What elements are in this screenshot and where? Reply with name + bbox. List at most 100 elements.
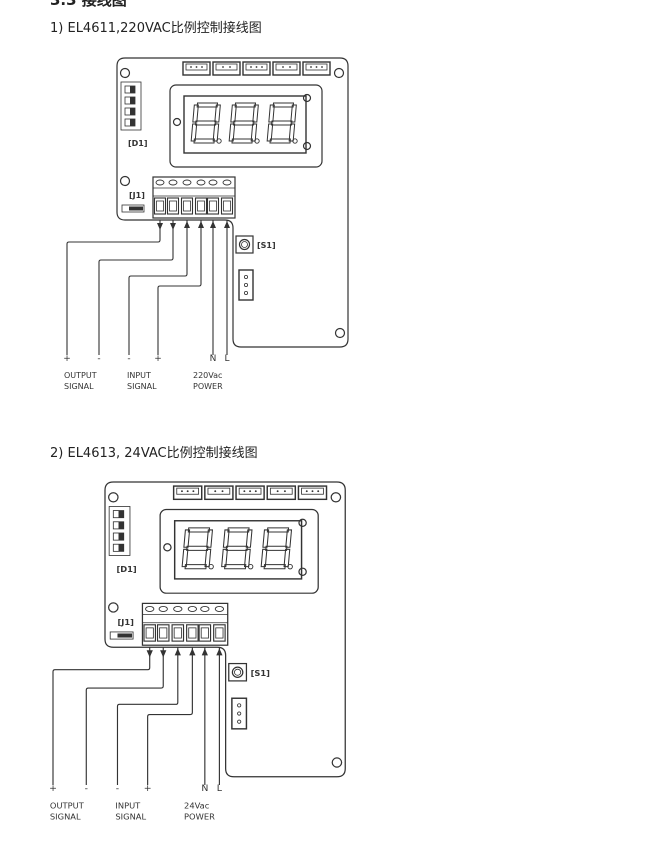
- connector-pin: [249, 490, 252, 493]
- wire: [157, 220, 202, 355]
- arrow-up-icon: [210, 221, 216, 228]
- display-frame: [169, 84, 323, 168]
- wire: [128, 220, 188, 355]
- digit-segment: [196, 102, 219, 108]
- digit-segment: [227, 527, 250, 533]
- group-label-line2: SIGNAL: [115, 812, 146, 822]
- digit-segment: [233, 120, 255, 126]
- display-hole: [298, 518, 307, 527]
- digit-segment: [190, 123, 198, 142]
- mounting-hole: [334, 327, 346, 339]
- digit-segment: [263, 564, 286, 570]
- digit-segment: [269, 138, 291, 144]
- terminal-sign: N: [201, 783, 208, 794]
- top-connector: [297, 485, 328, 501]
- terminal-sign: -: [85, 783, 88, 794]
- terminal-screw: [214, 605, 225, 612]
- digit-segment: [222, 529, 230, 548]
- top-connector: [204, 485, 234, 501]
- digit-segment: [260, 548, 268, 568]
- top-connector-inner: [238, 487, 262, 495]
- terminal-slot-inner: [200, 627, 209, 639]
- connector-pin: [250, 66, 252, 68]
- terminal-slot: [143, 624, 157, 642]
- mounting-hole: [108, 602, 119, 613]
- s1-button: [228, 662, 248, 682]
- dip-switch-lever: [112, 543, 125, 552]
- digit-segment: [224, 564, 247, 570]
- decimal-point: [247, 563, 254, 570]
- digit-segment: [283, 548, 291, 568]
- connector-pin: [254, 490, 257, 493]
- top-connector-inner: [305, 63, 328, 71]
- group-label-line2: SIGNAL: [50, 812, 81, 822]
- decimal-point: [292, 138, 298, 144]
- terminal-sign: +: [49, 783, 57, 794]
- arrow-down-icon: [170, 223, 176, 230]
- arrow-up-icon: [174, 648, 181, 656]
- wire: [98, 220, 174, 355]
- wire: [116, 647, 179, 785]
- connector-pin: [305, 490, 308, 493]
- dip-switch-knob: [118, 521, 124, 529]
- terminal-screw: [158, 605, 168, 612]
- terminal-slot: [194, 197, 208, 215]
- j1-jumper: [109, 631, 134, 640]
- wire: [147, 647, 193, 785]
- s1-button-cap: [238, 238, 251, 251]
- terminal-slot-inner: [159, 627, 168, 639]
- d1-label: [D1]: [116, 564, 137, 574]
- s1-button-cap: [231, 666, 244, 678]
- board-outline: [116, 57, 349, 348]
- digit-segment: [214, 104, 221, 123]
- terminal-screw: [168, 179, 178, 186]
- arrow-up-icon: [198, 221, 204, 228]
- top-connector-inner: [176, 487, 200, 495]
- top-connector-inner: [245, 63, 268, 71]
- group-label-line2: SIGNAL: [64, 382, 94, 391]
- dip-switch-knob: [118, 544, 124, 552]
- diagram-2-title: 2) EL4613, 24VAC比例控制接线图: [50, 446, 258, 461]
- digit-segment: [266, 527, 290, 533]
- dip-switch-lever: [112, 510, 125, 519]
- mounting-hole: [119, 175, 131, 187]
- dip-switch-knob: [118, 510, 124, 518]
- digit-segment: [266, 123, 274, 142]
- connector-pin: [261, 66, 263, 68]
- mounting-hole: [330, 492, 342, 503]
- top-connector: [242, 61, 271, 76]
- top-connector: [172, 485, 203, 501]
- terminal-screw: [187, 605, 197, 612]
- terminal-slot: [213, 624, 226, 642]
- connector-pin: [289, 66, 291, 68]
- connector-pin: [237, 703, 242, 708]
- display-hole: [172, 117, 182, 127]
- board-outline: [104, 481, 346, 778]
- terminal-screw: [155, 179, 165, 186]
- arrow-down-icon: [160, 650, 167, 658]
- display-window: [173, 520, 303, 580]
- digit-segment: [212, 123, 220, 142]
- terminal-slot-inner: [223, 200, 231, 212]
- terminal-slot: [156, 624, 170, 642]
- mounting-hole: [119, 67, 131, 79]
- digit-segment: [204, 548, 212, 568]
- digit-segment: [206, 529, 214, 548]
- digit-segment: [265, 545, 288, 551]
- connector-pin: [195, 66, 198, 68]
- digit-segment: [252, 104, 259, 123]
- connector-pin: [244, 282, 249, 287]
- connector-pin: [214, 490, 217, 493]
- terminal-slot: [220, 197, 234, 215]
- digit-segment: [228, 123, 236, 142]
- terminal-slot-inner: [188, 627, 197, 639]
- connector-pin: [317, 490, 320, 493]
- dip-switch-knob: [130, 86, 135, 93]
- terminal-slot: [153, 197, 167, 215]
- terminal-block: [152, 176, 236, 219]
- terminal-slot: [206, 197, 220, 215]
- top-connector-inner: [275, 63, 298, 71]
- wire: [66, 220, 161, 355]
- top-connector-inner: [269, 487, 293, 495]
- connector-pin: [221, 490, 224, 493]
